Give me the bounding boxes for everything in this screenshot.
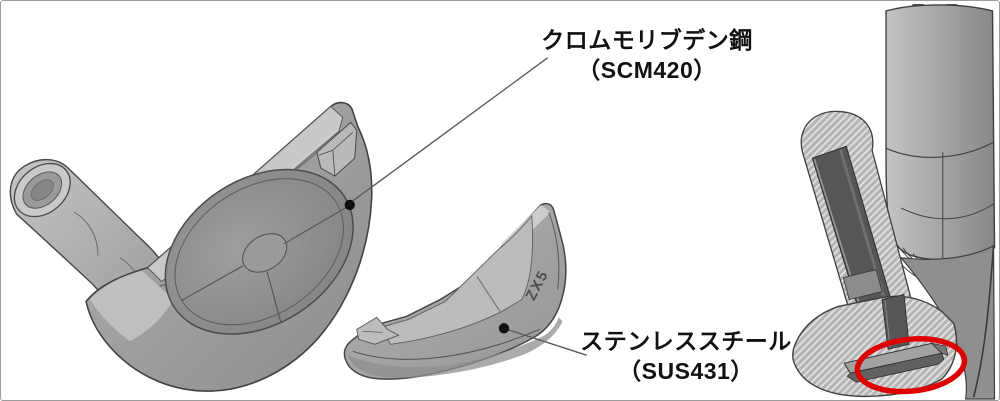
label-scm420-line2: （SCM420） <box>577 57 717 83</box>
iron-body-rear-view <box>9 101 373 392</box>
inner-ledge <box>842 269 883 301</box>
label-scm420: クロムモリブデン鋼 （SCM420） <box>501 25 793 85</box>
cross-section-view <box>792 3 996 400</box>
top-notch-block <box>316 121 358 177</box>
leader-line-sus431 <box>506 328 587 356</box>
sole-joint-tab <box>843 342 949 383</box>
back-cavity <box>164 168 354 335</box>
label-sus431: ステンレススチール （SUS431） <box>540 326 832 386</box>
label-sus431-line2: （SUS431） <box>618 358 754 384</box>
sole-rim-band <box>347 317 563 379</box>
hosel-cylinder <box>885 4 996 261</box>
heel-tab-flange <box>356 316 400 345</box>
cavity-rib-lines <box>181 205 350 324</box>
hosel-bore-opening <box>13 162 71 218</box>
face-inner-surface <box>379 214 533 345</box>
annotation-leaders <box>344 57 587 356</box>
label-scm420-line1: クロムモリブデン鋼 <box>541 27 753 53</box>
face-sole-insert-piece: ZX5 <box>343 202 567 380</box>
leader-line-scm420 <box>352 57 549 202</box>
leader-dot-sus431 <box>498 323 510 334</box>
heel-inner-wall <box>90 270 174 342</box>
red-highlight-ellipse <box>854 336 968 395</box>
leader-dot-scm420 <box>344 199 355 211</box>
label-sus431-line1: ステンレススチール <box>580 328 792 354</box>
